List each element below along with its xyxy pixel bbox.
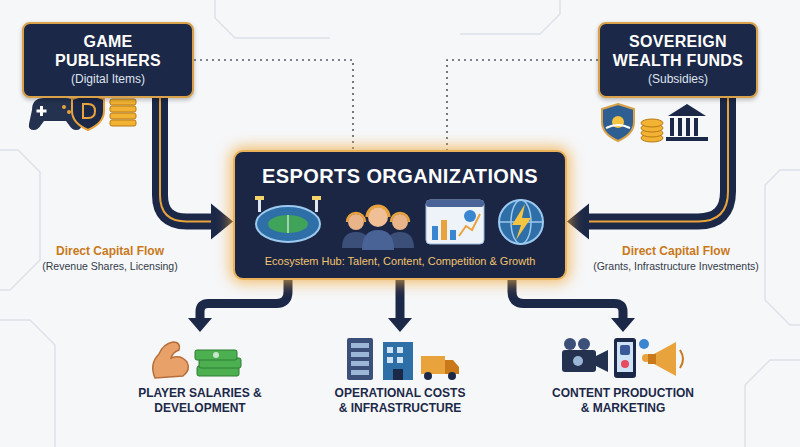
globe-icon <box>499 200 543 244</box>
outflow-item: OPERATIONAL COSTS & INFRASTRUCTURE <box>325 332 475 416</box>
flow-label: Direct Capital Flow <box>56 244 164 259</box>
node-title: SOVEREIGN WEALTH FUNDS <box>608 32 748 70</box>
node-title: ESPORTS ORGANIZATIONS <box>246 164 554 188</box>
game-publisher-icons <box>29 94 136 130</box>
capital-flow-arrow <box>188 280 288 332</box>
node-title: GAME PUBLISHERS <box>32 32 184 70</box>
node-subtitle: Ecosystem Hub: Talent, Content, Competit… <box>246 254 554 268</box>
publisher-box: GAME PUBLISHERS (Digital Items) <box>22 22 194 98</box>
node-subtitle: (Subsidies) <box>608 72 748 87</box>
fund-box: SOVEREIGN WEALTH FUNDS (Subsidies) <box>598 22 758 98</box>
flow-note: (Grants, Infrastructure Investments) <box>593 260 759 273</box>
dotted-link <box>447 60 598 150</box>
item-illustration <box>125 332 275 382</box>
outflow-item: PLAYER SALARIES & DEVELOPMENT <box>125 332 275 416</box>
sovereign-fund-icons <box>602 104 708 142</box>
content-marketing-icon <box>562 338 683 378</box>
flow-note: (Revenue Shares, Licensing) <box>42 260 177 273</box>
hub-box: ESPORTS ORGANIZATIONS Ecosystem Hub: Tale… <box>233 150 567 280</box>
hub-illustration <box>246 192 556 250</box>
item-illustration <box>548 332 698 382</box>
item-illustration <box>325 332 475 382</box>
infrastructure-icon <box>347 338 459 380</box>
node-title: CONTENT PRODUCTION & MARKETING <box>551 386 696 416</box>
capital-flow-arrow <box>388 280 412 332</box>
team-icon <box>342 206 414 250</box>
stadium-icon <box>255 196 321 242</box>
dashboard-icon <box>426 200 484 244</box>
dotted-link <box>194 60 353 150</box>
capital-flow-arrow <box>567 98 728 240</box>
node-title: PLAYER SALARIES & DEVELOPMENT <box>130 386 270 416</box>
node-title: OPERATIONAL COSTS & INFRASTRUCTURE <box>330 386 470 416</box>
node-subtitle: (Digital Items) <box>32 72 184 87</box>
outflow-item: CONTENT PRODUCTION & MARKETING <box>548 332 698 416</box>
capital-flow-arrow <box>160 98 233 240</box>
arm-money-icon <box>153 342 241 378</box>
capital-flow-arrow <box>512 280 635 332</box>
flow-label: Direct Capital Flow <box>622 244 730 259</box>
